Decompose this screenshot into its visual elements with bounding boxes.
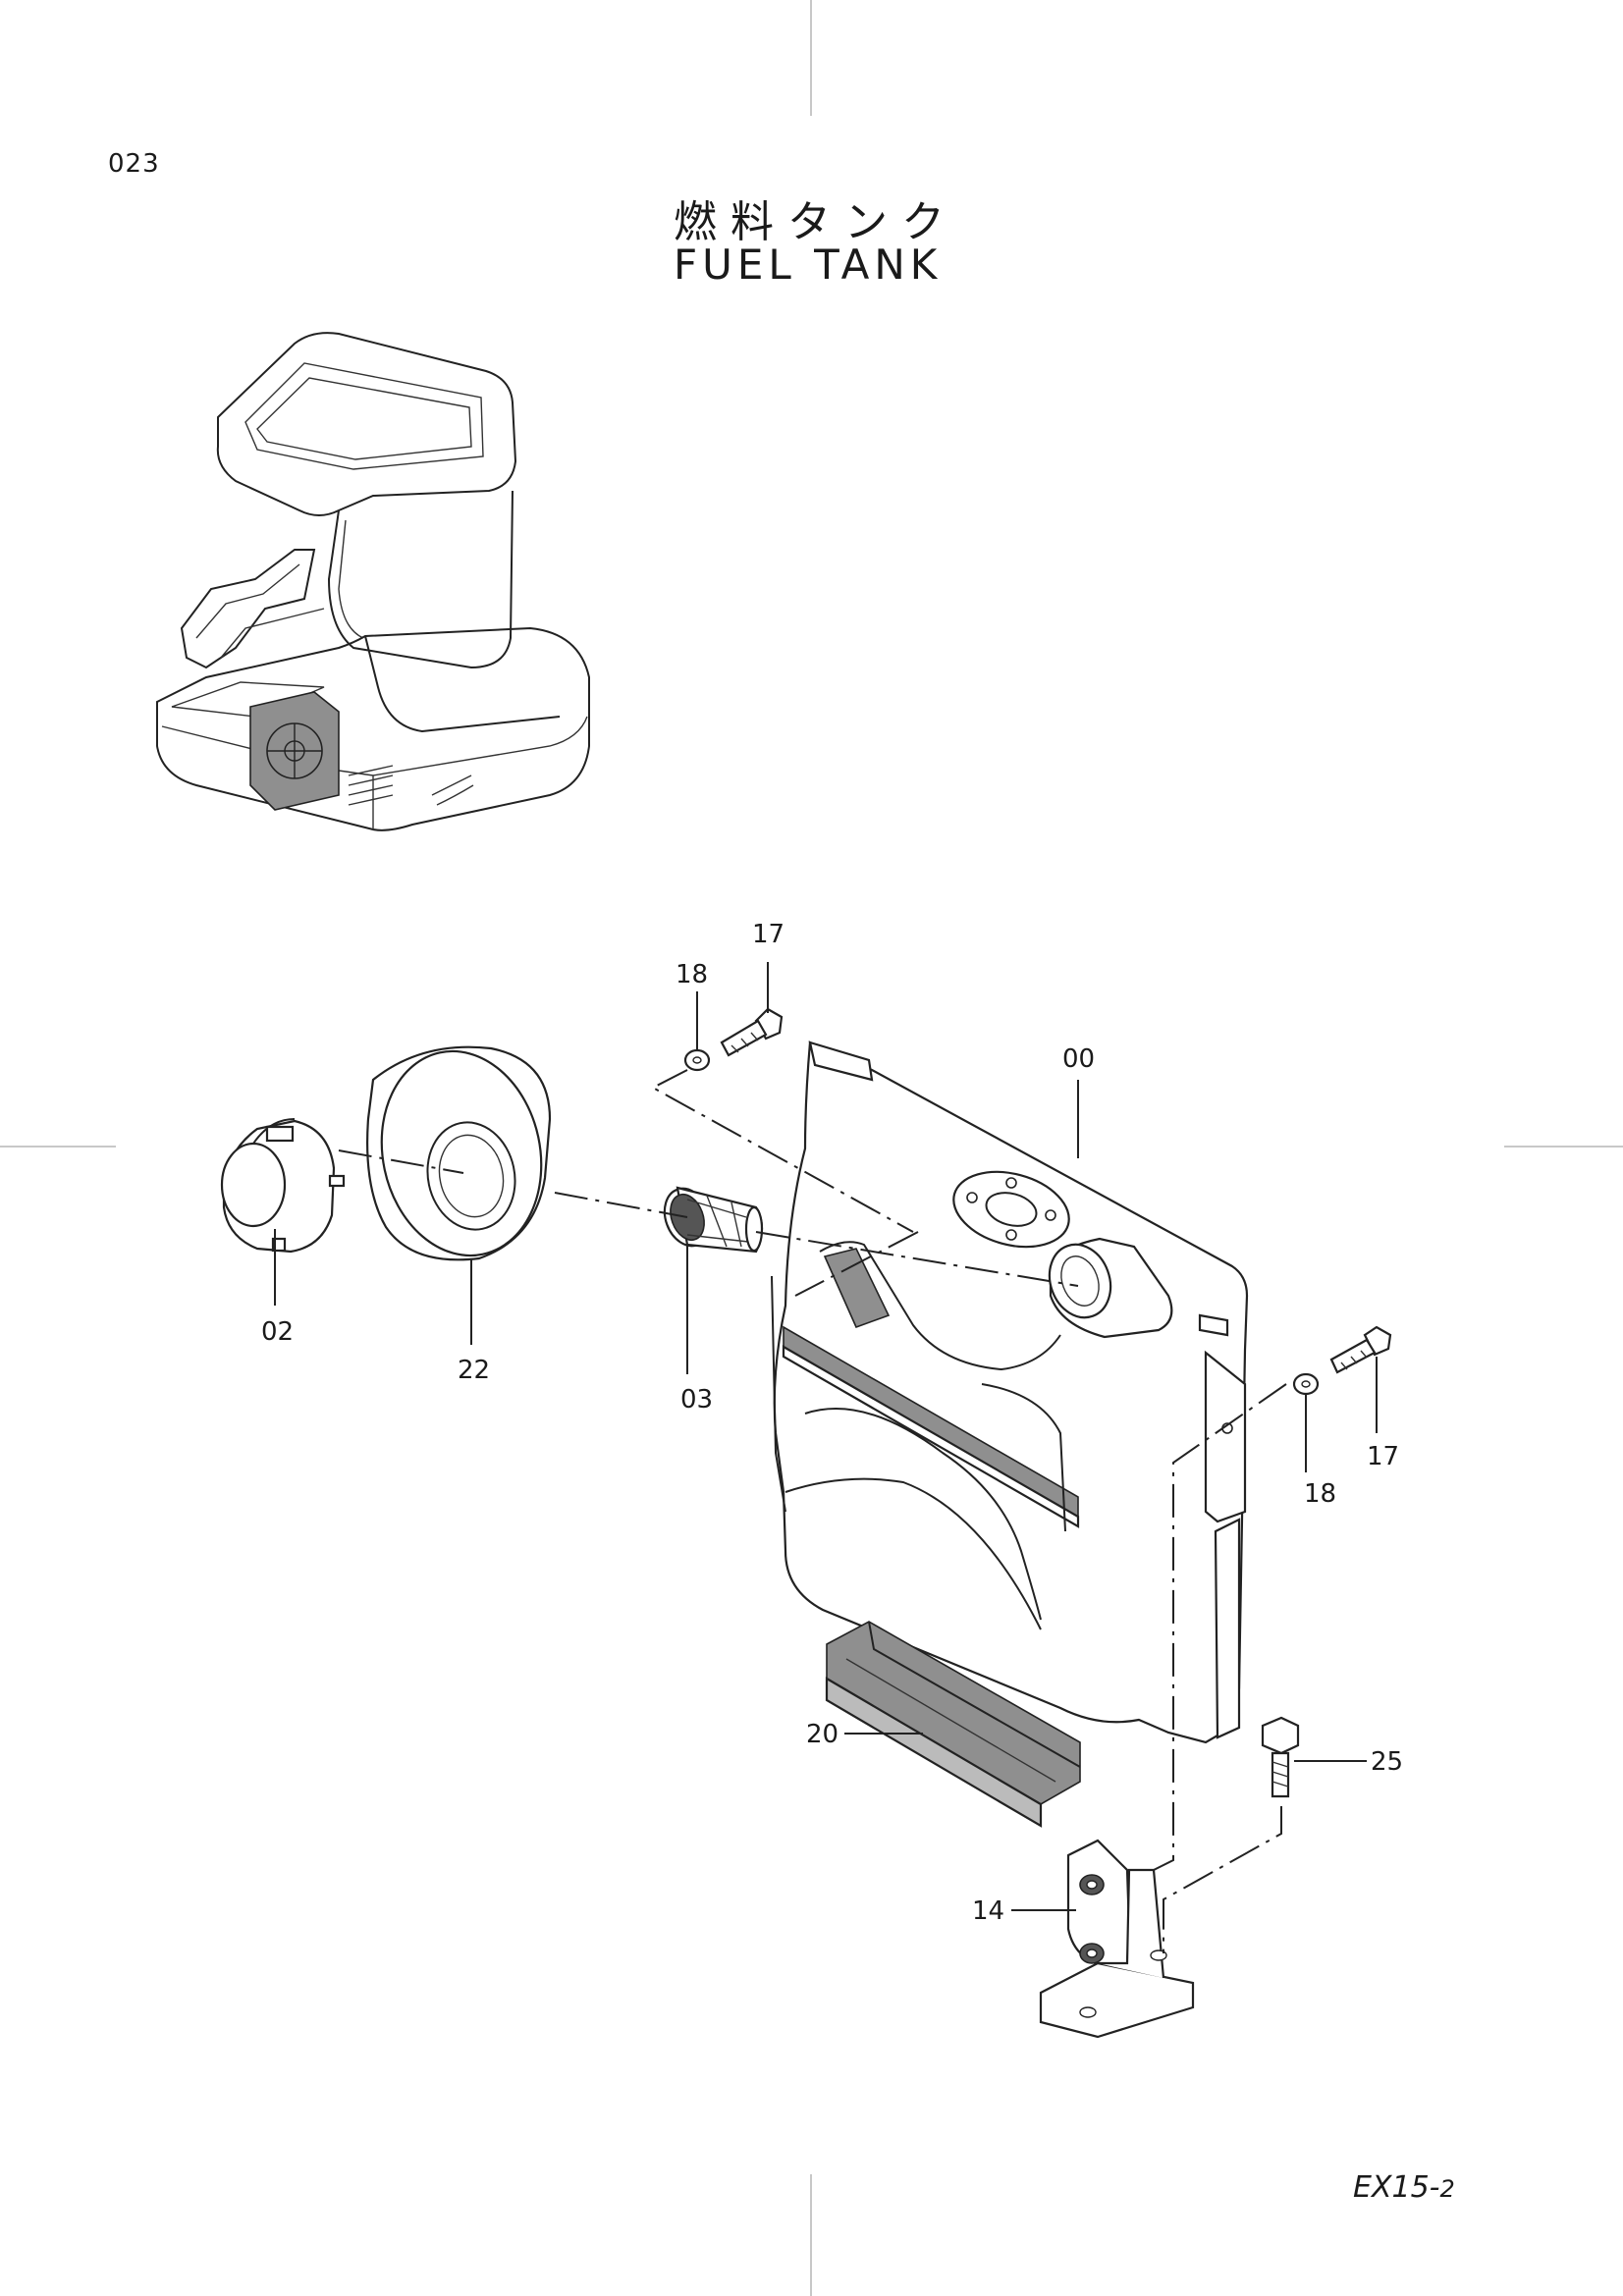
part-label-17-right: 17 (1367, 1442, 1399, 1471)
fuel-tank-part (771, 1041, 1249, 1744)
part-label-25: 25 (1371, 1747, 1403, 1777)
page-number: 023 (108, 149, 160, 179)
part-label-02: 02 (261, 1317, 294, 1347)
washer-18-upper-part (683, 1048, 711, 1072)
part-label-18-upper: 18 (676, 960, 708, 989)
assembly-lines (338, 1069, 1287, 1953)
page-title-english: FUEL TANK (674, 240, 943, 289)
bolt-17-right-part (1329, 1325, 1392, 1374)
model-code-main: EX15- (1353, 2170, 1440, 2205)
part-label-22: 22 (458, 1356, 490, 1385)
part-label-14: 14 (972, 1896, 1004, 1926)
model-code-suffix: 2 (1439, 2175, 1455, 2203)
part-label-18-right: 18 (1304, 1479, 1336, 1509)
bolt-25-part (1261, 1716, 1300, 1798)
machine-location-view (156, 332, 590, 831)
washer-18-right-part (1292, 1372, 1320, 1396)
part-labels: 00 02 22 03 18 17 18 17 20 25 14 (261, 920, 1403, 1926)
leader-lines (274, 962, 1378, 1911)
model-code: EX15-2 (1353, 2170, 1455, 2205)
page-title-japanese: 燃料タンク (674, 197, 958, 247)
bolt-17-upper-part (720, 1007, 784, 1057)
mounting-bracket-part (1039, 1839, 1195, 2039)
rubber-pad-part (825, 1621, 1081, 1828)
part-label-20: 20 (806, 1720, 839, 1749)
part-label-17-upper: 17 (752, 920, 784, 949)
strainer-cup-part (366, 1045, 552, 1261)
part-label-00: 00 (1062, 1044, 1095, 1074)
part-label-03: 03 (680, 1385, 713, 1415)
fuel-cap-part (220, 1118, 346, 1254)
filter-screen-part (663, 1186, 764, 1254)
